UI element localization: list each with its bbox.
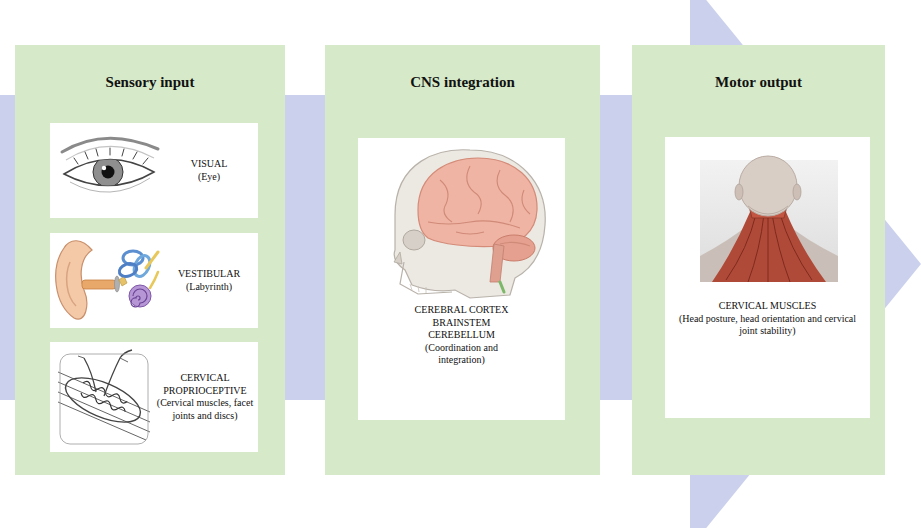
eye-illustration — [62, 138, 158, 192]
stage-panel: CNS integrationCEREBRAL CORTEX BRAINSTEM… — [325, 45, 600, 475]
stage-panel: Sensory inputVISUAL(Eye) VESTIBULAR(Labyr… — [15, 45, 285, 475]
panel-heading: Motor output — [632, 73, 885, 91]
box-description: (Coordination and integration) — [401, 342, 522, 367]
ear-illustration — [56, 241, 158, 319]
content-box: CERVICAL MUSCLES(Head posture, head orie… — [665, 137, 870, 418]
box-title: VISUAL — [163, 158, 255, 171]
box-description: (Cervical muscles, facet joints and disc… — [156, 397, 254, 422]
text-group: CNS integration — [325, 73, 600, 91]
box-title: CEREBRAL CORTEX BRAINSTEM CEREBELLUM — [401, 304, 522, 342]
content-box: CERVICAL PROPRIOCEPTIVE(Cervical muscles… — [50, 342, 258, 452]
box-title: VESTIBULAR — [163, 268, 255, 281]
cervical-muscles-illustration — [700, 156, 838, 282]
text-group: Motor output — [632, 73, 885, 91]
text-group: VISUAL(Eye) — [163, 158, 255, 183]
panel-heading: Sensory input — [15, 73, 285, 91]
content-box: VESTIBULAR(Labyrinth) — [50, 233, 258, 328]
content-box: CEREBRAL CORTEX BRAINSTEM CEREBELLUM(Coo… — [358, 138, 565, 420]
box-description: (Eye) — [163, 171, 255, 184]
box-description: (Labyrinth) — [163, 281, 255, 294]
text-group: CEREBRAL CORTEX BRAINSTEM CEREBELLUM(Coo… — [401, 304, 522, 367]
brain-skull-illustration — [394, 150, 545, 298]
stage-panel: Motor outputCERVICAL MUSCLES(Head postur… — [632, 45, 885, 475]
text-group: CERVICAL MUSCLES(Head posture, head orie… — [671, 300, 864, 338]
box-title: CERVICAL PROPRIOCEPTIVE — [156, 372, 254, 397]
text-group: CERVICAL PROPRIOCEPTIVE(Cervical muscles… — [156, 372, 254, 422]
panel-heading: CNS integration — [325, 73, 600, 91]
proprioceptor-sketch — [58, 350, 150, 444]
text-group: VESTIBULAR(Labyrinth) — [163, 268, 255, 293]
text-group: Sensory input — [15, 73, 285, 91]
box-title: CERVICAL MUSCLES — [671, 300, 864, 313]
box-description: (Head posture, head orientation and cerv… — [671, 313, 864, 338]
content-box: VISUAL(Eye) — [50, 123, 258, 218]
